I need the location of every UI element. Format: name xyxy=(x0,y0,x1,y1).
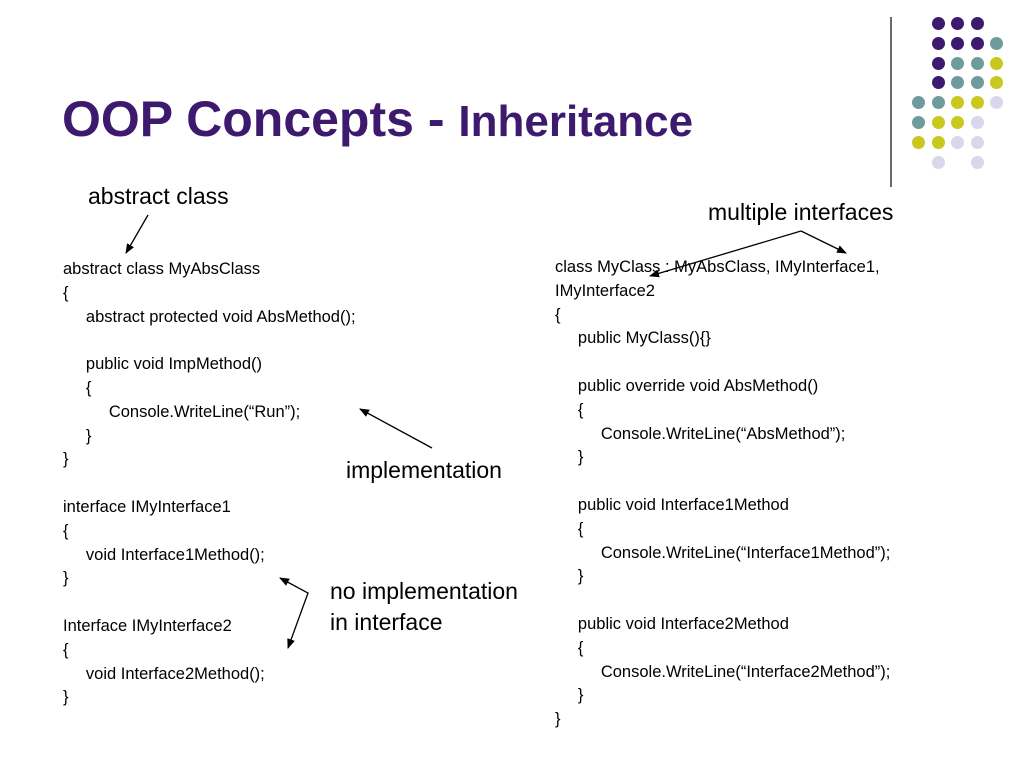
decor-dot xyxy=(931,116,945,129)
arrow-multiple-interfaces-right xyxy=(800,230,847,254)
decor-dot xyxy=(970,56,984,70)
right-code-line: { xyxy=(555,305,561,324)
decor-dot xyxy=(931,155,945,169)
right-code-line: } xyxy=(555,686,584,705)
decor-dot xyxy=(970,17,984,30)
decor-dot xyxy=(931,56,945,70)
right-code-line: Console.WriteLine(“Interface2Method”); xyxy=(555,662,891,681)
title-main: OOP Concepts - xyxy=(62,91,459,147)
decor-dot xyxy=(970,96,984,110)
decor-dot xyxy=(931,135,945,149)
right-code-line: Console.WriteLine(“Interface1Method”); xyxy=(555,543,891,562)
decor-dot xyxy=(912,116,925,129)
right-code-line: { xyxy=(555,519,584,538)
decor-dot xyxy=(931,17,945,30)
left-code-line: Console.WriteLine(“Run”); xyxy=(63,402,301,421)
right-code-block: class MyClass : MyAbsClass, IMyInterface… xyxy=(555,256,890,732)
right-code-line: { xyxy=(555,400,584,419)
decor-dot xyxy=(951,36,964,50)
left-code-line: { xyxy=(63,378,92,397)
arrow-no-implementation xyxy=(279,577,309,649)
decor-dot xyxy=(951,76,964,90)
decor-dot xyxy=(931,96,945,110)
decor-dot xyxy=(970,135,984,149)
left-code-line: } xyxy=(63,569,69,588)
right-code-line: class MyClass : MyAbsClass, IMyInterface… xyxy=(555,258,880,276)
decor-dot xyxy=(990,96,1003,110)
decor-dot xyxy=(951,116,964,129)
left-code-line: Interface IMyInterface2 xyxy=(63,616,232,635)
decor-dot xyxy=(931,76,945,90)
left-code-line: void Interface2Method(); xyxy=(63,664,265,683)
decor-dot xyxy=(990,76,1003,90)
right-code-line: public MyClass(){} xyxy=(555,329,711,348)
left-code-line: public void ImpMethod() xyxy=(63,355,262,374)
decor-dot xyxy=(990,56,1003,70)
arrow-multiple-interfaces-left xyxy=(649,230,802,278)
decor-dot xyxy=(990,36,1003,50)
arrow-abstract-class xyxy=(125,214,149,254)
left-code-line: } xyxy=(63,450,69,469)
right-code-line: } xyxy=(555,448,584,467)
annotation-implementation: implementation xyxy=(346,457,502,483)
annotation-no-implementation: no implementation in interface xyxy=(330,578,518,635)
left-code-line: abstract protected void AbsMethod(); xyxy=(63,307,356,326)
annotation-abstract-class: abstract class xyxy=(88,183,229,209)
decor-dot xyxy=(912,135,925,149)
left-code-line: void Interface1Method(); xyxy=(63,545,265,564)
left-code-line: { xyxy=(63,521,69,540)
right-code-line: } xyxy=(555,710,561,729)
decor-dot xyxy=(951,96,964,110)
right-code-line: IMyInterface2 xyxy=(555,281,655,300)
decor-dot xyxy=(951,135,964,149)
right-code-line: public void Interface2Method xyxy=(555,614,789,633)
arrow-implementation xyxy=(359,408,433,449)
right-code-line: } xyxy=(555,567,584,586)
decor-dot xyxy=(951,17,964,30)
left-code-line: } xyxy=(63,426,92,445)
right-code-line: Console.WriteLine(“AbsMethod”); xyxy=(555,424,846,443)
left-code-line: { xyxy=(63,640,69,659)
left-code-line: abstract class MyAbsClass xyxy=(63,260,261,278)
decor-dot xyxy=(970,36,984,50)
right-code-line: public void Interface1Method xyxy=(555,495,789,514)
annotation-multiple-interfaces: multiple interfaces xyxy=(708,199,894,225)
left-code-line: } xyxy=(63,688,69,707)
left-code-block: abstract class MyAbsClass { abstract prot… xyxy=(63,258,356,710)
decor-dot xyxy=(970,155,984,169)
right-code-line: public override void AbsMethod() xyxy=(555,376,819,395)
left-code-line: { xyxy=(63,283,69,302)
decor-dot xyxy=(970,116,984,129)
divider-line xyxy=(890,17,892,187)
slide-title: OOP Concepts - Inheritance xyxy=(62,90,693,148)
title-sub: Inheritance xyxy=(458,97,694,146)
right-code-line: { xyxy=(555,638,584,657)
decor-dot xyxy=(970,76,984,90)
decor-dot xyxy=(951,56,964,70)
decor-dot xyxy=(931,36,945,50)
decor-dot xyxy=(912,96,925,110)
left-code-line: interface IMyInterface1 xyxy=(63,497,231,516)
